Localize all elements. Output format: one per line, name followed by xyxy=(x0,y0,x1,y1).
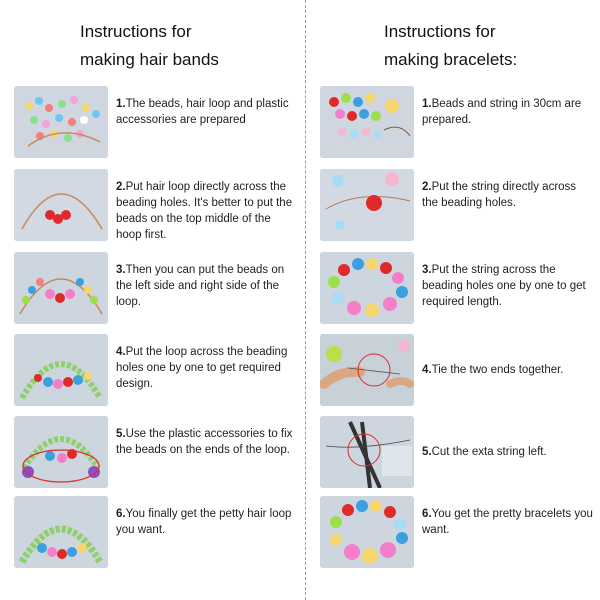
bracelet-step-2-photo xyxy=(320,169,414,241)
hair-band-step-4: 4.Put the loop across the beading holes … xyxy=(0,334,300,406)
step-6-text: 6.You finally get the petty hair loop yo… xyxy=(116,508,292,536)
bracelet-step-1: 1.Beads and string in 30cm are prepared. xyxy=(300,86,600,158)
column-divider xyxy=(305,0,306,600)
bracelet-step-1-text: 1.Beads and string in 30cm are prepared. xyxy=(422,98,582,126)
bracelet-step-6: 6.You get the pretty bracelets you want. xyxy=(300,496,600,568)
step-1-photo xyxy=(14,86,108,158)
bracelet-title: Instructions for making bracelets: xyxy=(384,22,518,69)
step-5-photo xyxy=(14,416,108,488)
step-4-photo xyxy=(14,334,108,406)
bracelet-step-4-text: 4.Tie the two ends together. xyxy=(422,364,564,376)
bracelet-step-3-photo xyxy=(320,252,414,324)
step-3-photo xyxy=(14,252,108,324)
hair-band-step-3: 3.Then you can put the beads on the left… xyxy=(0,252,300,324)
bracelet-step-1-photo xyxy=(320,86,414,158)
bracelet-step-4: 4.Tie the two ends together. xyxy=(300,334,600,406)
step-3-text: 3.Then you can put the beads on the left… xyxy=(116,264,285,308)
bracelet-step-5-photo xyxy=(320,416,414,488)
bracelet-step-6-text: 6.You get the pretty bracelets you want. xyxy=(422,508,593,536)
step-5-text: 5.Use the plastic accessories to fix the… xyxy=(116,428,293,456)
hair-band-step-1: 1.The beads, hair loop and plastic acces… xyxy=(0,86,300,158)
bracelet-step-5-text: 5.Cut the exta string left. xyxy=(422,446,547,458)
bracelet-instructions: Instructions for making bracelets: 1.Bea… xyxy=(300,0,600,600)
hair-band-title: Instructions for making hair bands xyxy=(80,22,219,69)
bracelet-step-2: 2.Put the string directly across the bea… xyxy=(300,169,600,241)
hair-band-step-5: 5.Use the plastic accessories to fix the… xyxy=(0,416,300,488)
hair-band-instructions: Instructions for making hair bands 1.The… xyxy=(0,22,300,568)
step-1-text: 1.The beads, hair loop and plastic acces… xyxy=(116,98,289,126)
step-6-photo xyxy=(14,496,108,568)
bracelet-step-3-text: 3.Put the string across the beading hole… xyxy=(422,264,586,308)
step-2-text: 2.Put hair loop directly across the bead… xyxy=(116,181,293,241)
bracelet-step-3: 3.Put the string across the beading hole… xyxy=(300,252,600,324)
bracelet-step-5: 5.Cut the exta string left. xyxy=(300,416,600,488)
step-2-photo xyxy=(14,169,108,241)
hair-band-step-2: 2.Put hair loop directly across the bead… xyxy=(0,169,300,241)
bracelet-step-2-text: 2.Put the string directly across the bea… xyxy=(422,181,577,209)
bracelet-step-4-photo xyxy=(320,334,414,406)
hair-band-step-6: 6.You finally get the petty hair loop yo… xyxy=(0,496,300,568)
step-4-text: 4.Put the loop across the beading holes … xyxy=(116,346,288,390)
bracelet-step-6-photo xyxy=(320,496,414,568)
